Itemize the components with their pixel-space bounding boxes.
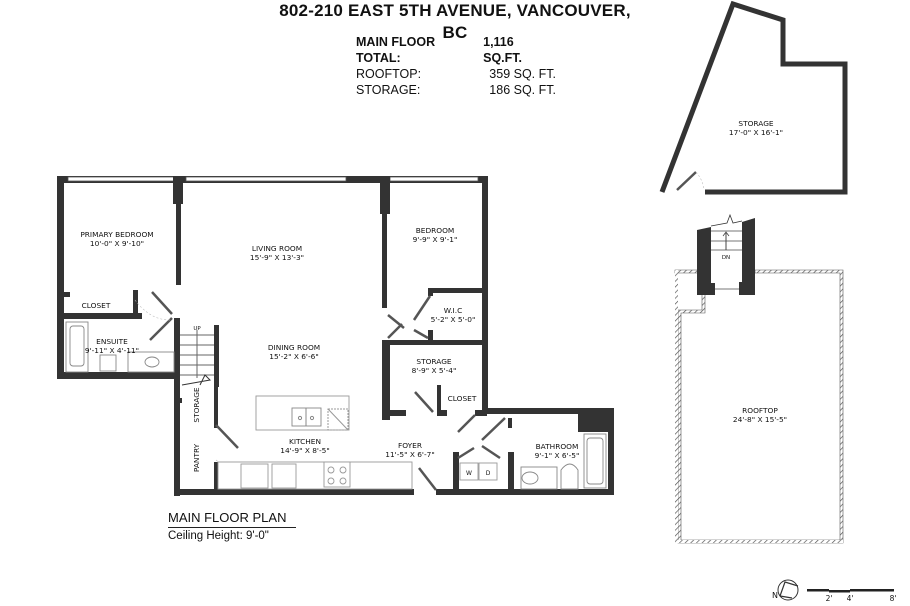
- rooftop-dims: 24'-8" X 15'-5": [733, 415, 787, 424]
- door-swings: [134, 291, 506, 491]
- north-label: N: [772, 591, 778, 600]
- room-name-primary-bedroom: PRIMARY BEDROOM: [80, 230, 153, 239]
- property-address: 802-210 EAST 5TH AVENUE, VANCOUVER, BC: [279, 1, 631, 42]
- room-name-storage: STORAGE: [416, 357, 452, 366]
- area-row-rooftop: ROOFTOP: 359 SQ. FT.: [356, 66, 556, 82]
- rooftop-plan: DN ROOFTOP 24'-8" X 15'-5": [674, 213, 844, 544]
- main-floor-plan: UP: [57, 176, 614, 496]
- storage-unit-name: STORAGE: [738, 119, 774, 128]
- room-dims-ensuite: 9'-11" X 4'-11": [85, 346, 139, 355]
- scale-tick-2: 2': [826, 594, 833, 603]
- area-row-main: MAIN FLOOR TOTAL: 1,116 SQ.FT.: [356, 34, 556, 66]
- room-name-kitchen: KITCHEN: [289, 437, 321, 446]
- scale-tick-8: 8': [890, 594, 897, 603]
- kitchen-counter: [217, 461, 413, 490]
- room-name-closet-foyer: CLOSET: [448, 394, 477, 403]
- interior-walls: [64, 176, 514, 492]
- washer-label: W: [466, 470, 472, 477]
- room-name-closet: CLOSET: [82, 301, 111, 310]
- rooftop-name: ROOFTOP: [742, 406, 778, 415]
- room-name-bathroom: BATHROOM: [536, 442, 579, 451]
- area-value: 186 SQ. FT.: [489, 83, 556, 97]
- room-name-storage-stair: STORAGE: [192, 387, 201, 423]
- area-row-storage: STORAGE: 186 SQ. FT.: [356, 82, 556, 98]
- storage-unit-plan: STORAGE 17'-0" X 16'-1": [659, 0, 848, 195]
- room-dims-bathroom: 9'-1" X 6'-5": [535, 451, 580, 460]
- plan-title: MAIN FLOOR PLAN: [168, 510, 296, 528]
- stairs-up: [180, 330, 214, 386]
- scale-bar: [807, 589, 894, 593]
- stair-up-label: UP: [193, 326, 201, 332]
- room-dims-dining-room: 15'-2" X 6'-6": [269, 352, 318, 361]
- room-dims-primary-bedroom: 10'-0" X 9'-10": [90, 239, 144, 248]
- scale-tick-4: 4': [847, 594, 854, 603]
- room-dims-storage: 8'-9" X 5'-4": [412, 366, 457, 375]
- windows: [67, 176, 479, 182]
- ensuite-fixtures: [65, 321, 175, 373]
- room-name-ensuite: ENSUITE: [96, 337, 128, 346]
- area-value: 1,116 SQ.FT.: [483, 35, 523, 65]
- exterior-walls: [57, 176, 614, 496]
- room-dims-foyer: 11'-5" X 6'-7": [385, 450, 434, 459]
- storage-unit-dims: 17'-0" X 16'-1": [729, 128, 783, 137]
- room-name-living-room: LIVING ROOM: [252, 244, 302, 253]
- room-name-wic: W.I.C: [444, 306, 463, 315]
- room-dims-wic: 5'-2" X 5'-0": [431, 315, 476, 324]
- area-label: MAIN FLOOR TOTAL:: [356, 35, 436, 65]
- kitchen-island: [255, 395, 350, 431]
- room-name-pantry: PANTRY: [192, 443, 201, 472]
- washer-dryer: [459, 462, 498, 481]
- area-label: ROOFTOP:: [356, 67, 422, 81]
- room-dims-kitchen: 14'-9" X 8'-5": [280, 446, 329, 455]
- dryer-label: D: [486, 470, 491, 477]
- ceiling-height: Ceiling Height: 9'-0": [168, 530, 269, 542]
- room-labels: PRIMARY BEDROOM 10'-0" X 9'-10" CLOSET E…: [80, 226, 579, 472]
- area-value: 359 SQ. FT.: [489, 67, 556, 81]
- rooftop-stair-dn-label: DN: [722, 255, 730, 261]
- bathroom-fixtures: [520, 433, 607, 490]
- area-label: STORAGE:: [356, 83, 421, 97]
- main-floor-caption: MAIN FLOOR PLAN Ceiling Height: 9'-0": [168, 510, 296, 543]
- area-summary: MAIN FLOOR TOTAL: 1,116 SQ.FT. ROOFTOP: …: [356, 34, 556, 98]
- room-name-dining-room: DINING ROOM: [268, 343, 320, 352]
- north-arrow-icon: [777, 579, 799, 601]
- room-dims-living-room: 15'-9" X 13'-3": [250, 253, 304, 262]
- room-name-foyer: FOYER: [398, 441, 422, 450]
- room-dims-bedroom: 9'-9" X 9'-1": [413, 235, 458, 244]
- room-name-bedroom: BEDROOM: [416, 226, 455, 235]
